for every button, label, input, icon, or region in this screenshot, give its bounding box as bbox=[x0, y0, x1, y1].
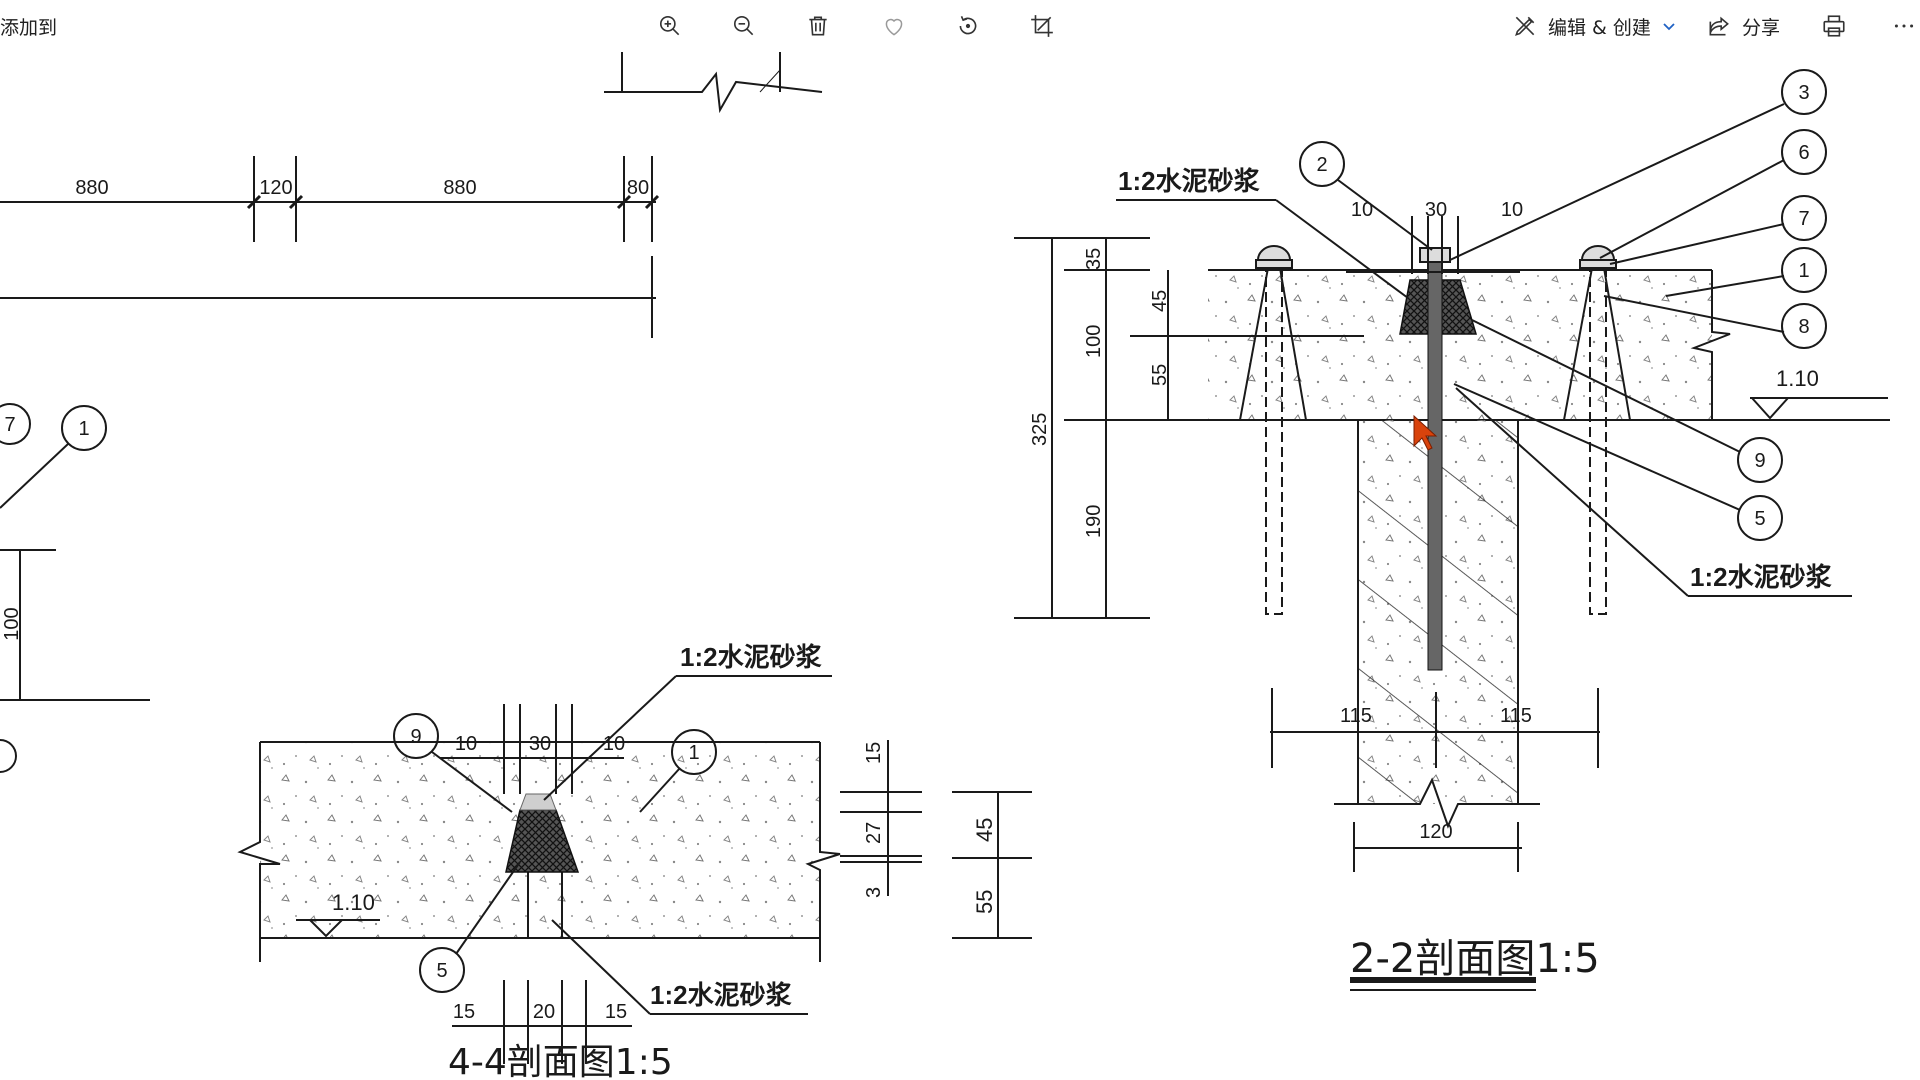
s44-callout-1: 1 bbox=[688, 742, 699, 764]
s44-mortar-top: 1:2水泥砂浆 bbox=[680, 642, 823, 672]
section-2-2 bbox=[1014, 69, 1890, 991]
s44-dim-right-2: 27 bbox=[863, 822, 885, 844]
mouse-cursor-icon bbox=[1413, 414, 1438, 451]
chevron-down-icon bbox=[1663, 23, 1675, 31]
s22-dim-35: 35 bbox=[1083, 248, 1105, 270]
s44-dim-right-1: 15 bbox=[863, 742, 885, 764]
s22-dim-190: 190 bbox=[1083, 505, 1105, 538]
zoom-out-icon bbox=[733, 15, 754, 36]
s22-dim-115-right: 115 bbox=[1500, 705, 1532, 727]
section-4-4-title: 4-4剖面图1:5 bbox=[448, 1042, 673, 1080]
top-dimension-text: 880 120 880 80 100 bbox=[1, 177, 649, 641]
s44-dim-45: 45 bbox=[972, 818, 997, 842]
section-2-2-text: 1:2水泥砂浆 1:2水泥砂浆 10 30 10 35 45 100 55 32… bbox=[1029, 82, 1833, 982]
s22-callout-2: 2 bbox=[1316, 154, 1327, 176]
share-button[interactable]: 分享 bbox=[1706, 0, 1780, 52]
favorite-button[interactable] bbox=[872, 0, 916, 52]
edit-create-label: 编辑 & 创建 bbox=[1548, 16, 1651, 39]
left-anchor bbox=[1239, 245, 1307, 615]
s44-dim-top-2: 30 bbox=[529, 733, 551, 755]
s22-callout-3: 3 bbox=[1798, 82, 1809, 104]
image-viewer[interactable]: 880 120 880 80 100 7 1 1:2水泥砂浆 1:2水泥砂浆 1… bbox=[0, 52, 1920, 1080]
print-button[interactable] bbox=[1812, 0, 1856, 52]
dim-left-100: 100 bbox=[1, 607, 23, 640]
s44-callout-9: 9 bbox=[410, 726, 421, 748]
s22-dim-325: 325 bbox=[1029, 413, 1051, 446]
dim-120: 120 bbox=[259, 177, 292, 199]
s22-level: 1.10 bbox=[1776, 366, 1819, 391]
zoom-out-button[interactable] bbox=[722, 0, 766, 52]
s44-mortar-bottom: 1:2水泥砂浆 bbox=[650, 980, 793, 1010]
s22-callout-9: 9 bbox=[1754, 450, 1765, 472]
trash-icon bbox=[809, 16, 827, 36]
s22-mortar-top: 1:2水泥砂浆 bbox=[1118, 166, 1261, 196]
s22-callout-5: 5 bbox=[1754, 508, 1765, 530]
s44-callout-5: 5 bbox=[436, 960, 447, 982]
s44-dim-55: 55 bbox=[972, 890, 997, 914]
left-callout-text: 7 1 bbox=[4, 414, 89, 440]
s44-dim-bot-2: 20 bbox=[533, 1001, 555, 1023]
s22-callout-7: 7 bbox=[1798, 208, 1809, 230]
s22-dim-top-3: 10 bbox=[1501, 199, 1523, 221]
viewer-toolbar: 添加到 bbox=[0, 0, 1920, 52]
s44-dim-bot-3: 15 bbox=[605, 1001, 627, 1023]
s22-dim-top-2: 30 bbox=[1425, 199, 1447, 221]
left-partial-details bbox=[0, 403, 150, 773]
s44-dim-bot-1: 15 bbox=[453, 1001, 475, 1023]
s22-dim-45: 45 bbox=[1149, 290, 1171, 312]
crop-icon bbox=[1031, 15, 1053, 37]
s22-dim-top-1: 10 bbox=[1351, 199, 1373, 221]
edit-create-button[interactable]: 编辑 & 创建 bbox=[1512, 0, 1677, 52]
s22-callout-1: 1 bbox=[1798, 260, 1809, 282]
dim-80: 80 bbox=[627, 177, 649, 199]
s22-mortar-bottom: 1:2水泥砂浆 bbox=[1690, 562, 1833, 592]
s22-dim-120: 120 bbox=[1419, 821, 1452, 843]
add-to-button[interactable]: 添加到 bbox=[0, 0, 57, 52]
top-dimension-chain bbox=[0, 156, 660, 338]
zoom-in-button[interactable] bbox=[648, 0, 692, 52]
s44-dim-right-3: 3 bbox=[863, 887, 885, 898]
s44-level: 1.10 bbox=[332, 890, 375, 915]
s44-dim-top-3: 10 bbox=[603, 733, 625, 755]
share-icon bbox=[1709, 16, 1729, 36]
rotate-icon bbox=[959, 15, 977, 35]
add-to-label: 添加到 bbox=[0, 16, 58, 39]
s22-dim-100: 100 bbox=[1083, 325, 1105, 358]
callout-left-7: 7 bbox=[4, 414, 15, 436]
share-label: 分享 bbox=[1742, 16, 1781, 39]
section-4-4-text: 1:2水泥砂浆 1:2水泥砂浆 10 30 10 15 20 15 15 27 … bbox=[332, 642, 997, 1080]
dim-880-right: 880 bbox=[443, 177, 476, 199]
crop-button[interactable] bbox=[1020, 0, 1064, 52]
callout-left-1: 1 bbox=[78, 418, 89, 440]
s44-dim-top-1: 10 bbox=[455, 733, 477, 755]
s22-dim-115-left: 115 bbox=[1340, 705, 1372, 727]
s22-callout-6: 6 bbox=[1798, 142, 1809, 164]
s22-dim-55: 55 bbox=[1149, 364, 1171, 386]
edit-create-icon bbox=[1515, 16, 1535, 36]
section-2-2-title: 2-2剖面图1:5 bbox=[1350, 936, 1600, 982]
more-icon bbox=[1894, 24, 1914, 28]
dim-880-left: 880 bbox=[75, 177, 108, 199]
zoom-in-icon bbox=[659, 15, 680, 36]
top-break-line bbox=[604, 52, 823, 114]
s22-callout-8: 8 bbox=[1798, 316, 1809, 338]
heart-icon bbox=[885, 18, 903, 36]
more-button[interactable] bbox=[1882, 0, 1920, 52]
section-4-4 bbox=[237, 675, 1032, 1064]
rotate-button[interactable] bbox=[946, 0, 990, 52]
cad-drawing: 880 120 880 80 100 7 1 1:2水泥砂浆 1:2水泥砂浆 1… bbox=[0, 52, 1890, 1080]
delete-button[interactable] bbox=[796, 0, 840, 52]
printer-icon bbox=[1823, 15, 1845, 37]
